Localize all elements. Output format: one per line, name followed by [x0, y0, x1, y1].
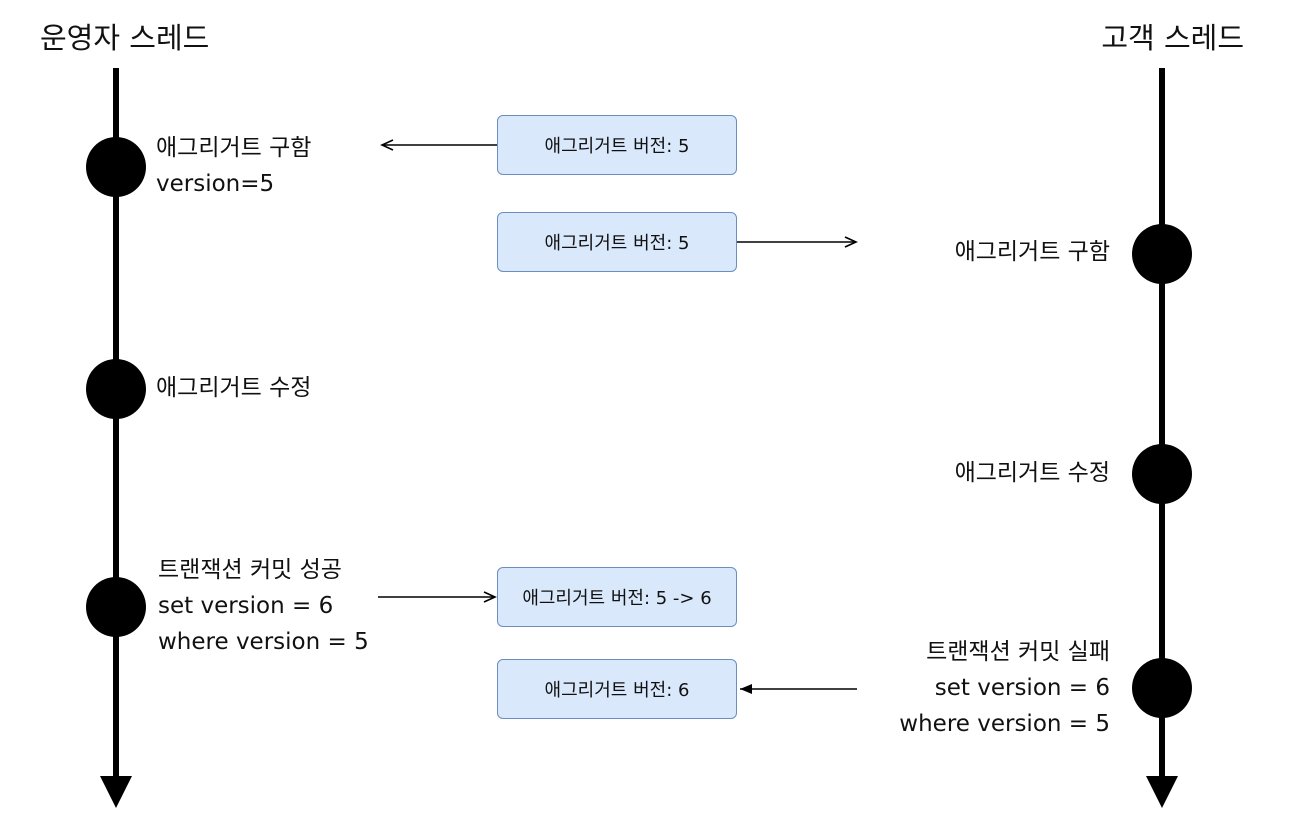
operator-thread-title: 운영자 스레드: [40, 21, 210, 55]
customer-event-modify: 애그리거트 수정: [955, 455, 1110, 491]
event-label-line: where version = 5: [899, 711, 1110, 737]
message-box: 애그리거트 버전: 5: [497, 115, 737, 175]
operator-lifeline-arrowhead: [100, 776, 132, 808]
operator-event-dot: [86, 359, 146, 419]
event-label-line: 애그리거트 수정: [954, 460, 1110, 486]
event-label-line: set version = 6: [158, 593, 334, 619]
event-label-line: where version = 5: [158, 629, 369, 655]
operator-event-dot: [86, 577, 146, 637]
operator-event-modify: 애그리거트 수정: [156, 370, 311, 406]
operator-event-commit: 트랜잭션 커밋 성공 set version = 6 where version…: [158, 552, 369, 660]
operator-event-dot: [86, 137, 146, 197]
customer-event-dot: [1132, 658, 1192, 718]
message-box: 애그리거트 버전: 6: [497, 659, 737, 719]
event-label-line: 애그리거트 수정: [156, 375, 312, 401]
customer-event-dot: [1132, 224, 1192, 284]
event-label-line: version=5: [156, 171, 275, 197]
customer-event-dot: [1132, 444, 1192, 504]
customer-thread-title: 고객 스레드: [1101, 21, 1244, 55]
customer-lifeline-arrowhead: [1146, 776, 1178, 808]
event-label-line: 트랜잭션 커밋 실패: [926, 639, 1110, 665]
event-label-line: 애그리거트 구함: [156, 135, 312, 161]
message-box: 애그리거트 버전: 5: [497, 212, 737, 272]
message-box: 애그리거트 버전: 5 -> 6: [497, 567, 737, 627]
event-label-line: 트랜잭션 커밋 성공: [158, 557, 342, 583]
customer-event-read: 애그리거트 구함: [955, 234, 1110, 270]
customer-event-commit: 트랜잭션 커밋 실패 set version = 6 where version…: [899, 634, 1110, 742]
event-label-line: 애그리거트 구함: [954, 239, 1110, 265]
operator-event-read: 애그리거트 구함 version=5: [156, 130, 311, 202]
event-label-line: set version = 6: [934, 675, 1110, 701]
